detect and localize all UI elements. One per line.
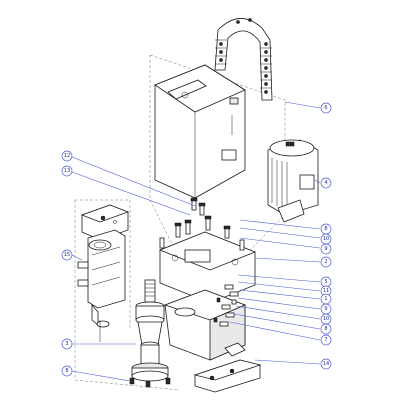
head-cover-housing — [154, 64, 246, 199]
callout-label: 3 — [65, 341, 68, 347]
callout-label: 1 — [324, 296, 327, 302]
callout-10-lower: 10 — [320, 313, 332, 325]
callout-label: 11 — [323, 288, 329, 294]
callout-7: 7 — [320, 334, 332, 346]
callout-12: 12 — [61, 150, 73, 162]
callout-label: 5 — [324, 279, 327, 285]
callout-label: 15 — [64, 252, 70, 258]
callout-1: 1 — [320, 293, 332, 305]
callout-6: 6 — [320, 102, 332, 114]
tool-clamp-bracket — [193, 342, 262, 393]
callout-8-upper: 8 — [320, 223, 332, 235]
callout-14: 14 — [320, 358, 332, 370]
leader-lines — [71, 101, 321, 382]
callout-label: 10 — [323, 316, 329, 322]
callout-3: 3 — [61, 338, 73, 350]
bolt-group-lower — [213, 284, 239, 327]
callout-10-upper: 10 — [320, 233, 332, 245]
callout-label: 2 — [324, 259, 327, 265]
cable-drag-chain — [214, 18, 273, 101]
callout-label: 9 — [324, 246, 327, 252]
callout-label: 4 — [324, 180, 327, 186]
callout-label: 7 — [324, 337, 327, 343]
bolt-group-upper — [159, 197, 245, 251]
callout-label: 13 — [64, 168, 70, 174]
callout-9-upper: 9 — [320, 243, 332, 255]
actuator-cylinder-pack — [77, 229, 126, 342]
callout-label: 9 — [324, 306, 327, 312]
callout-15: 15 — [61, 249, 73, 261]
spindle-motor — [267, 139, 319, 223]
spindle-assembly — [129, 279, 171, 388]
callout-2: 2 — [320, 256, 332, 268]
callout-label: 8 — [324, 226, 327, 232]
callout-label: 8 — [65, 368, 68, 374]
callout-8-lower: 8 — [320, 323, 332, 335]
callout-8-bottom: 8 — [61, 365, 73, 377]
callout-11: 11 — [320, 285, 332, 297]
callout-9-lower: 9 — [320, 303, 332, 315]
callout-label: 12 — [64, 153, 70, 159]
callout-label: 6 — [324, 105, 327, 111]
callout-4: 4 — [320, 177, 332, 189]
callout-5: 5 — [320, 276, 332, 288]
callout-label: 10 — [323, 236, 329, 242]
callout-label: 14 — [323, 361, 329, 367]
callout-label: 8 — [324, 326, 327, 332]
callout-13: 13 — [61, 165, 73, 177]
